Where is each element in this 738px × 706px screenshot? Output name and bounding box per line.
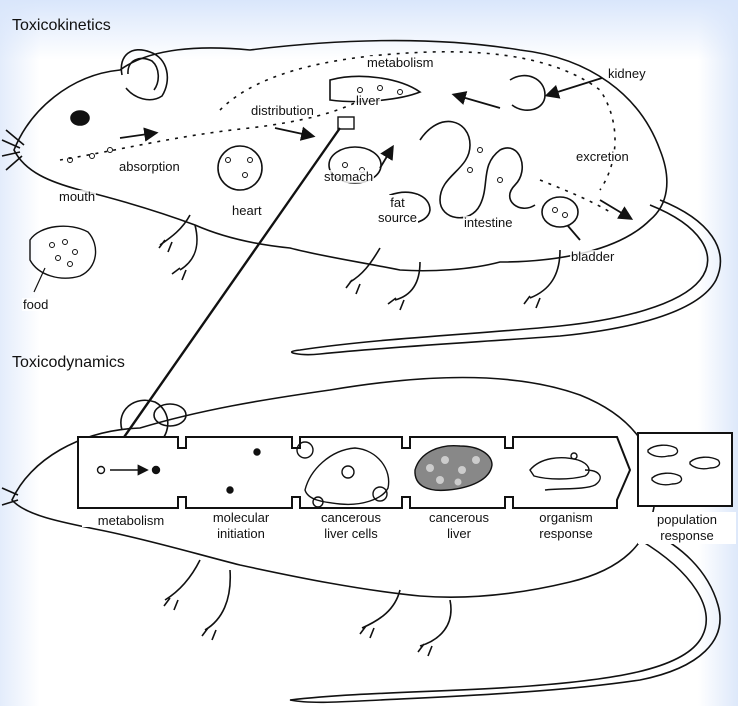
- label-stomach: stomach: [323, 170, 374, 183]
- kidney-pointer: [548, 78, 602, 95]
- stomach-arrow: [380, 148, 392, 168]
- label-absorption: absorption: [118, 160, 181, 173]
- label-liver: liver: [355, 94, 381, 107]
- label-heart: heart: [231, 204, 263, 217]
- absorption-arrow: [120, 133, 155, 138]
- intestine-organ: [420, 121, 535, 217]
- top-rat-eye: [71, 111, 89, 125]
- bottom-rat-hind-leg: [360, 590, 451, 656]
- top-rat-hind-leg: [346, 248, 420, 310]
- population-box: [638, 433, 732, 506]
- label-fat-source: fat source: [377, 195, 418, 225]
- bladder-pointer: [568, 226, 580, 240]
- excretion-path: [540, 180, 610, 212]
- label-excretion: excretion: [575, 150, 630, 163]
- label-distribution: distribution: [250, 104, 315, 117]
- top-rat-front-leg: [159, 215, 197, 280]
- food-pellet: [30, 226, 96, 292]
- stage-label-cancerous-liver: cancerous liver: [410, 510, 508, 542]
- stage-label-cancerous-liver-cells: cancerous liver cells: [300, 510, 402, 542]
- label-metabolism: metabolism: [366, 56, 434, 69]
- label-food: food: [22, 298, 49, 311]
- liver-arrow: [455, 95, 500, 108]
- bottom-rat-front-leg: [164, 560, 230, 640]
- label-mouth: mouth: [58, 190, 96, 203]
- stage-label-molecular-initiation: molecular initiation: [190, 510, 292, 542]
- heart-organ: [218, 146, 262, 190]
- label-bladder: bladder: [570, 250, 615, 263]
- kidney-organ: [510, 76, 545, 111]
- upper-circulation-path: [220, 52, 615, 190]
- label-kidney: kidney: [607, 67, 647, 80]
- distribution-arrow: [275, 128, 312, 136]
- stage-label-metabolism: metabolism: [82, 514, 180, 527]
- toxicodynamics-heading: Toxicodynamics: [12, 354, 125, 372]
- stage-label-organism-response: organism response: [515, 510, 617, 542]
- stage-label-population-response: population response: [638, 512, 736, 544]
- bottom-rat-tail: [290, 532, 720, 702]
- liver-cell-box: [338, 117, 354, 129]
- toxicokinetics-heading: Toxicokinetics: [12, 17, 111, 35]
- distribution-path: [60, 100, 360, 160]
- bladder-organ: [542, 197, 578, 227]
- top-rat-body: [14, 41, 667, 271]
- dynamics-strip: [78, 433, 732, 508]
- excretion-arrow: [600, 200, 630, 218]
- label-intestine: intestine: [463, 216, 513, 229]
